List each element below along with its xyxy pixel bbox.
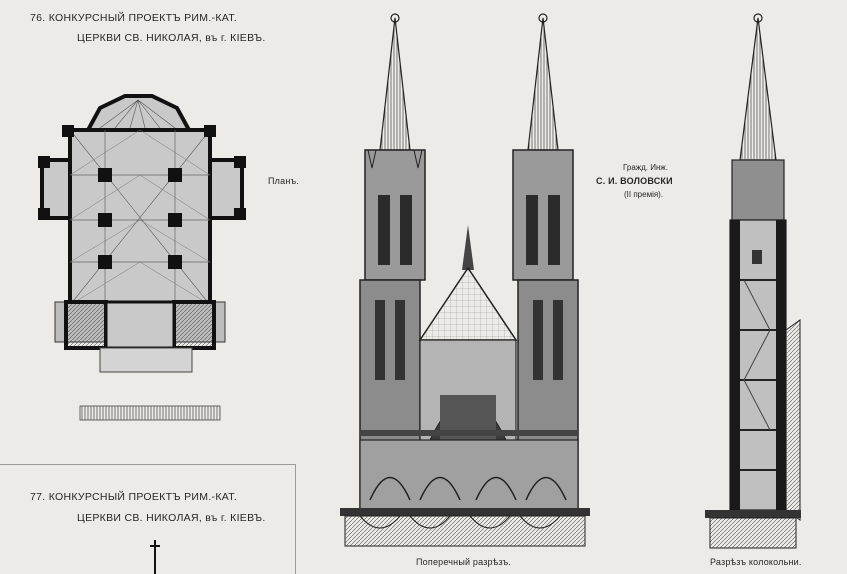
tower-section-label: Разрѣзъ колокольни. <box>710 557 802 567</box>
project-76-title-line1: 76. КОНКУРСНЫЙ ПРОЕКТЪ РИМ.-КАТ. <box>30 12 238 24</box>
cross-section-drawing <box>340 13 590 547</box>
architect-title: Гражд. Инж. <box>623 163 668 172</box>
project-76-title-line2: ЦЕРКВИ СВ. НИКОЛАЯ, въ г. КІЕВЪ. <box>77 32 266 44</box>
project-77-frame-right <box>295 464 296 574</box>
project-77-frame-top <box>0 464 296 465</box>
project-77-title-line1: 77. КОНКУРСНЫЙ ПРОЕКТЪ РИМ.-КАТ. <box>30 491 238 503</box>
architect-name: С. И. ВОЛОВСКИ <box>596 176 673 186</box>
tower-section-drawing <box>705 13 801 549</box>
project-77-cross <box>150 540 160 574</box>
floor-plan-drawing <box>38 94 246 421</box>
plan-label: Планъ. <box>268 176 300 186</box>
cross-section-label: Поперечный разрѣзъ. <box>416 557 512 567</box>
project-77-title-line2: ЦЕРКВИ СВ. НИКОЛАЯ, въ г. КІЕВЪ. <box>77 512 266 524</box>
architect-prize: (II премія). <box>624 190 664 199</box>
